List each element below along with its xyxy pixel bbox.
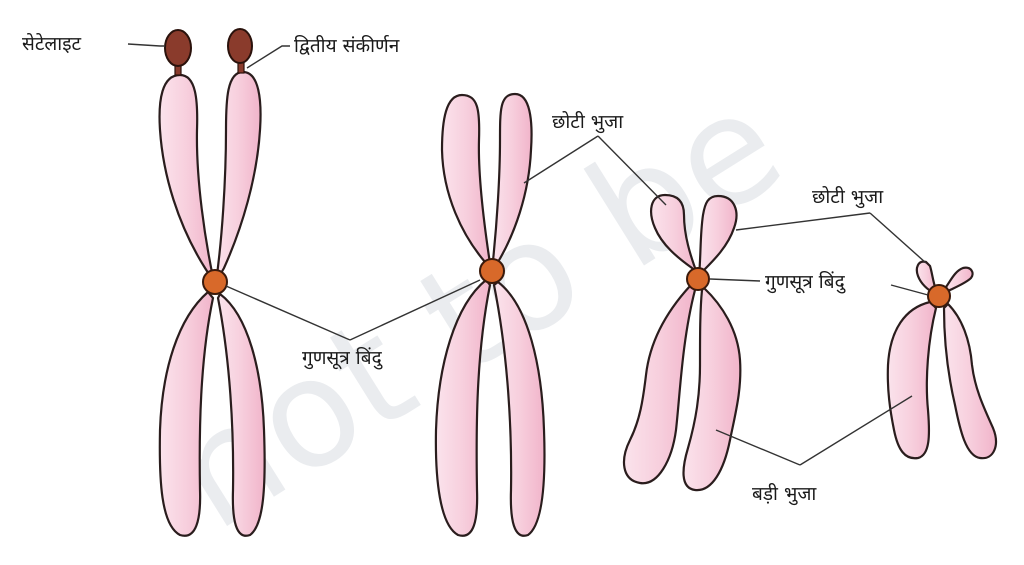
leader-centromere-1b (349, 279, 481, 341)
chromatid-3-lower-right (682, 286, 742, 492)
leader-secondary-constriction (246, 45, 290, 69)
leader-centromere-2a (709, 278, 761, 282)
chromosome-2 (434, 92, 546, 537)
leader-short-arm-2a (735, 212, 871, 231)
label-centromere-1: गुणसूत्र बिंदु (302, 346, 383, 370)
chromatid-3-lower-left (622, 284, 697, 485)
satellite-left (164, 29, 192, 67)
leader-satellite (127, 43, 165, 47)
chromosome-4 (886, 260, 997, 460)
label-secondary-constriction: द्वितीय संकीर्णन (294, 34, 400, 57)
chromatid-4-lower-left (886, 300, 938, 460)
chromosome-3 (622, 193, 742, 492)
leader-long-arm-a (715, 429, 801, 466)
label-short-arm-1: छोटी भुजा (552, 110, 624, 134)
label-long-arm: बड़ी भुजा (752, 482, 817, 506)
chromatid-3-upper-right (697, 194, 738, 280)
label-satellite: सेटेलाइट (22, 32, 82, 55)
satellite-right (227, 28, 253, 64)
leader-long-arm-b (799, 395, 913, 466)
chromatid-lower-left (158, 290, 215, 537)
leader-centromere-1a (225, 285, 351, 341)
centromere-4 (927, 284, 951, 308)
chromatid-upper-left (158, 73, 216, 283)
chromatid-2-lower-right (492, 280, 546, 537)
chromatid-4-upper-right (944, 266, 974, 293)
chromatid-lower-right (216, 292, 266, 537)
chromatid-4-lower-right (942, 302, 997, 460)
centromere-2 (479, 258, 505, 284)
centromere-1 (202, 269, 228, 295)
chromatid-4-upper-left (915, 260, 938, 295)
leader-short-arm-2b (869, 212, 927, 264)
leader-short-arm-1b (597, 135, 667, 206)
centromere-3 (686, 267, 710, 291)
chromatid-upper-right (214, 70, 262, 283)
leader-short-arm-1a (523, 135, 599, 184)
label-centromere-2: गुणसूत्र बिंदु (765, 270, 846, 294)
chromosome-with-satellite (158, 28, 266, 537)
label-short-arm-2: छोटी भुजा (812, 185, 884, 209)
leader-centromere-2b (890, 284, 929, 296)
chromatid-2-lower-left (434, 278, 492, 537)
